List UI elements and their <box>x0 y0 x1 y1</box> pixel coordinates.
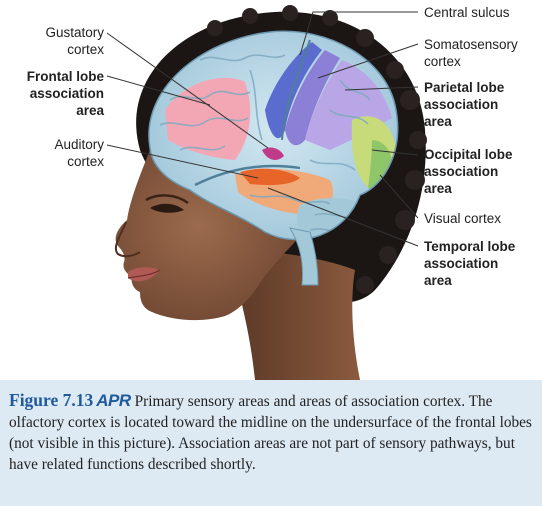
gustatory-region <box>262 147 284 160</box>
leader-temporal <box>267 187 419 247</box>
label-auditory-cortex: Auditory cortex <box>54 137 104 169</box>
brainstem <box>289 227 319 286</box>
caption-text: Primary sensory areas and areas of assoc… <box>9 393 532 473</box>
leader-parietal <box>344 86 419 91</box>
leader-somatosensory <box>317 43 419 79</box>
leader-occipital <box>371 149 419 156</box>
leader-central-sulcus <box>299 11 418 56</box>
figure-number: Figure 7.13 <box>9 390 94 410</box>
label-somatosensory-cortex: Somatosensory cortex <box>424 37 518 69</box>
label-frontal-lobe-association: Frontal lobe association area <box>26 69 104 118</box>
primary-motor-region <box>265 42 322 139</box>
lips <box>128 267 160 282</box>
somatosensory-region <box>285 50 340 146</box>
neck <box>230 250 360 380</box>
label-parietal-lobe-association: Parietal lobe association area <box>424 80 505 129</box>
leader-auditory <box>106 144 259 179</box>
face <box>115 150 301 321</box>
label-temporal-lobe-association: Temporal lobe association area <box>424 239 516 288</box>
auditory-region <box>240 168 300 186</box>
label-visual-cortex: Visual cortex <box>424 211 502 226</box>
apr-badge: APR <box>96 391 131 410</box>
nose <box>114 221 141 258</box>
head-illustration <box>106 5 427 380</box>
leader-gustatory <box>106 32 269 149</box>
label-occipital-lobe-association: Occipital lobe association area <box>424 147 513 196</box>
eye <box>150 203 184 213</box>
leader-visual <box>379 174 419 219</box>
label-gustatory-cortex: Gustatory cortex <box>45 25 104 57</box>
brain-diagram: Gustatory cortex Frontal lobe associatio… <box>26 5 518 380</box>
label-central-sulcus: Central sulcus <box>424 5 510 20</box>
leader-frontal <box>106 75 211 106</box>
